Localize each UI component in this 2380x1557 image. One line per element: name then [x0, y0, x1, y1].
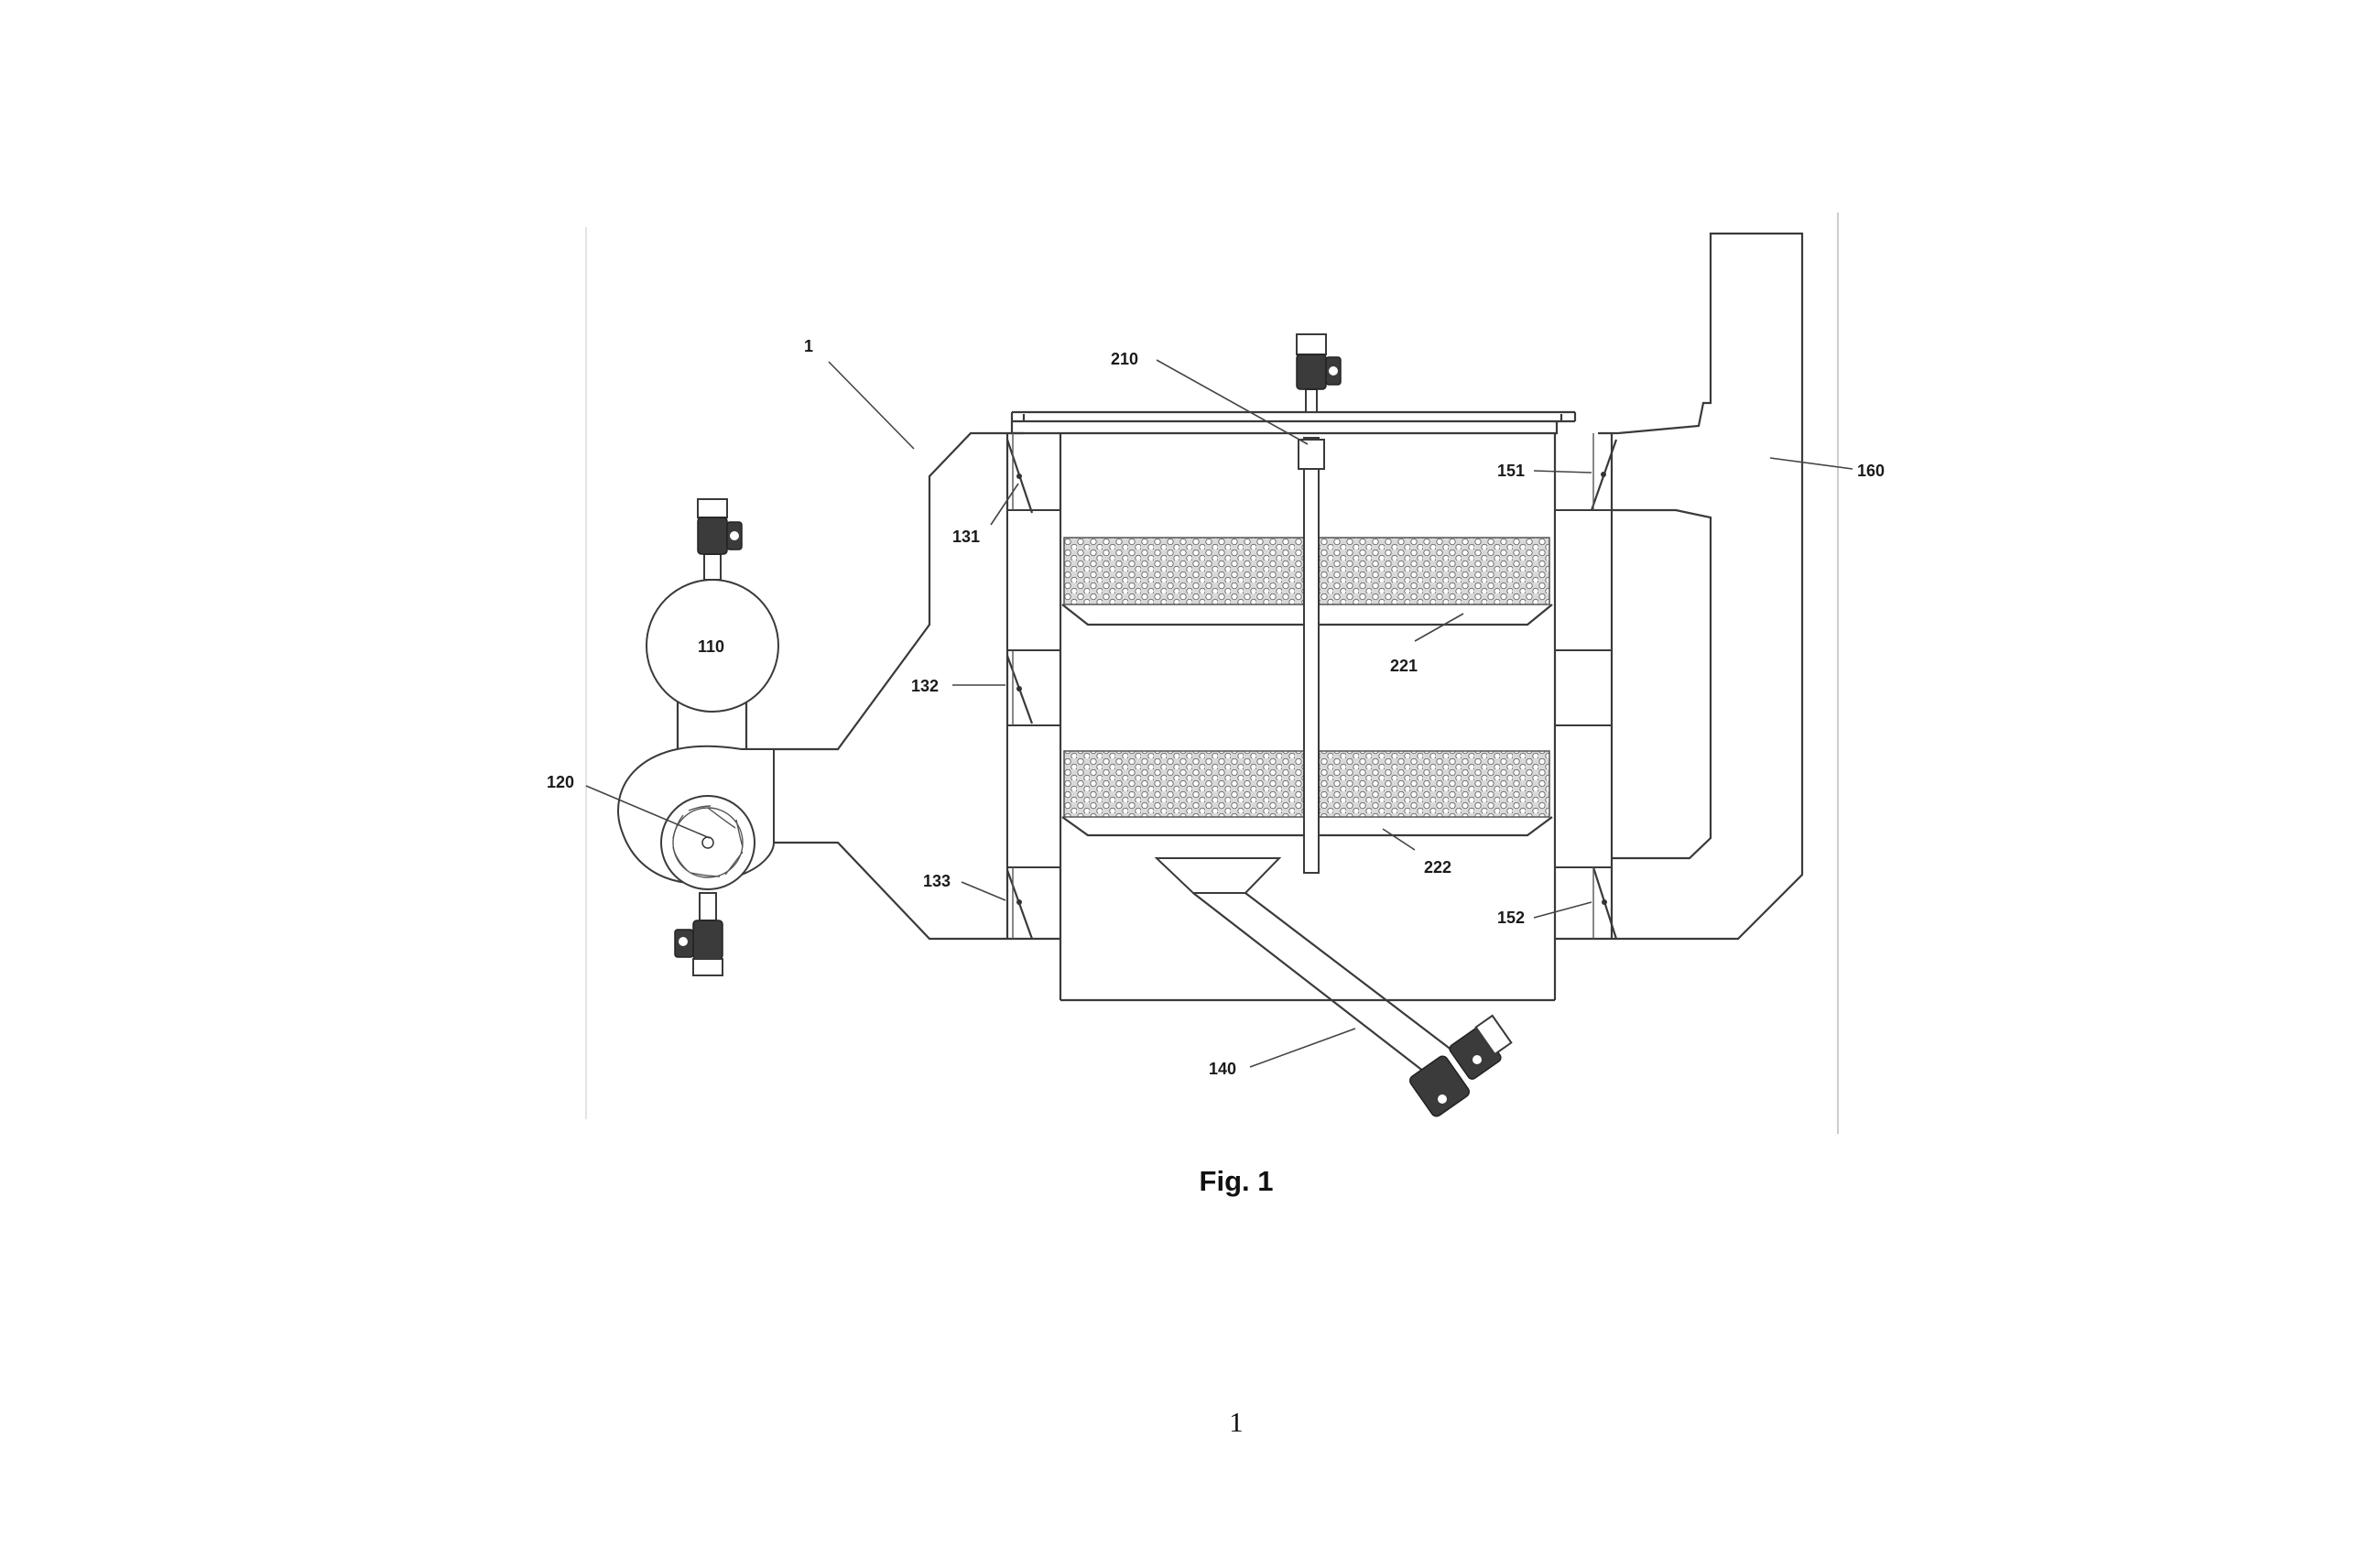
- main-chamber: [1010, 410, 1577, 1002]
- damper-133: [1005, 867, 1034, 940]
- label-110: 110: [698, 637, 724, 656]
- damper-151: [1590, 433, 1618, 511]
- label-140: 140: [1209, 1060, 1236, 1078]
- figure-caption: Fig. 1: [1199, 1165, 1274, 1197]
- fan-120: [617, 745, 775, 976]
- label-131: 131: [952, 528, 980, 546]
- label-133: 133: [923, 872, 951, 890]
- screw-conveyor-140: [1154, 857, 1513, 1117]
- leader-lines: [585, 359, 1853, 1068]
- damper-132: [1005, 650, 1034, 725]
- label-1: 1: [804, 337, 813, 355]
- label-210: 210: [1111, 350, 1138, 368]
- agitator-210: [1296, 333, 1342, 874]
- damper-152: [1592, 866, 1618, 940]
- unit-110: [646, 498, 779, 749]
- label-222: 222: [1424, 858, 1451, 876]
- label-120: 120: [547, 773, 574, 791]
- left-plenum-upper: [1006, 509, 1061, 651]
- page-number: 1: [1229, 1406, 1244, 1438]
- right-plenum-lower: [1554, 724, 1613, 868]
- right-plenum-upper: [1554, 509, 1613, 651]
- label-151: 151: [1497, 462, 1525, 480]
- label-221: 221: [1390, 657, 1418, 675]
- label-160: 160: [1857, 462, 1885, 480]
- left-plenum-lower: [1006, 724, 1061, 868]
- damper-131: [1005, 433, 1034, 514]
- label-132: 132: [911, 677, 939, 695]
- outlet-stack: [1598, 232, 1804, 941]
- label-152: 152: [1497, 909, 1525, 927]
